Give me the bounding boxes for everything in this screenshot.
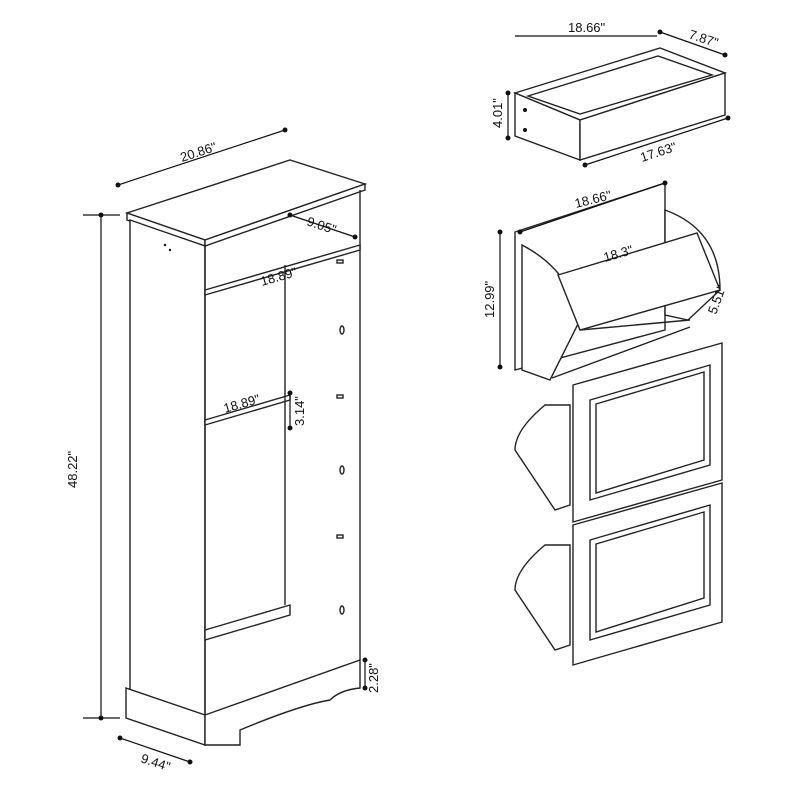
top-depth-label: 9.05" bbox=[305, 214, 338, 238]
rod-gap-label: 3.14" bbox=[292, 396, 307, 426]
flip-bin: 18.66" 18.3" 12.99" 5.51" bbox=[482, 180, 729, 381]
drawer-depth-label: 7.87" bbox=[687, 27, 720, 51]
drawer-inner-width-label: 17.63" bbox=[638, 139, 678, 165]
cabinet-width-label: 20.86" bbox=[178, 139, 218, 165]
drawer-width-label: 18.66" bbox=[568, 20, 606, 35]
upper-rod-width-label: 18.89" bbox=[259, 264, 299, 289]
drawer-height-label: 4.01" bbox=[490, 98, 505, 128]
drawer: 18.66" 7.87" 4.01" 17.63" bbox=[490, 20, 731, 168]
door-lower bbox=[514, 482, 723, 666]
bin-height-label: 12.99" bbox=[482, 280, 497, 318]
door-upper bbox=[514, 342, 723, 523]
base-height-label: 2.28" bbox=[366, 663, 381, 693]
cabinet bbox=[124, 159, 368, 746]
cabinet-height-label: 48.22" bbox=[65, 450, 80, 488]
